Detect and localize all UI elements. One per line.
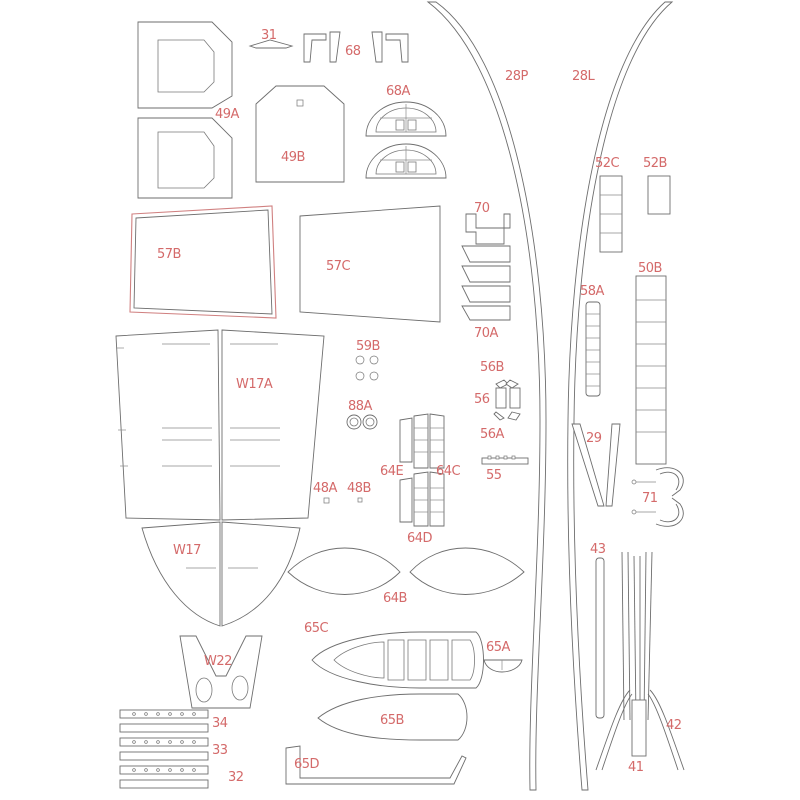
part-57b [129,205,277,319]
part-65d [285,745,467,785]
part-64e-64c [399,413,445,469]
part-w17a [115,329,325,521]
part-28l [567,1,674,791]
part-28p [426,1,547,791]
label-w22: W22 [204,654,232,669]
label-33: 33 [212,743,228,758]
label-w17: W17 [173,543,201,558]
part-65c [311,631,484,689]
part-w17 [141,521,301,627]
part-29 [571,423,621,507]
part-31 [248,39,294,49]
label-57b: 57B [157,247,181,262]
label-70: 70 [474,201,490,216]
label-50b: 50B [638,261,662,276]
part-57c [299,205,441,323]
part-w22 [179,635,263,709]
label-28l: 28L [572,69,596,84]
label-48a: 48A [313,481,338,496]
label-56a: 56A [480,427,505,442]
label-32: 32 [228,770,244,785]
part-65a [483,659,523,673]
part-50b [635,275,667,465]
label-43: 43 [590,542,606,557]
part-88a [346,414,378,430]
label-29: 29 [586,431,602,446]
part-48 [323,497,363,504]
label-57c: 57C [326,259,351,274]
label-65a: 65A [486,640,511,655]
part-52c [599,175,623,253]
label-64d: 64D [407,531,433,546]
label-42: 42 [666,718,682,733]
part-68 [303,31,409,63]
label-64b: 64B [383,591,407,606]
part-68a [365,101,447,179]
part-58a [585,301,601,397]
part-55 [481,455,529,465]
label-68a: 68A [386,84,411,99]
part-49 [137,117,233,199]
part-70 [461,213,511,321]
part-52b [647,175,671,215]
label-41: 41 [628,760,644,775]
label-58a: 58A [580,284,605,299]
part-56 [493,379,521,421]
label-56b: 56B [480,360,504,375]
label-28p: 28P [505,69,529,84]
label-52b: 52B [643,156,667,171]
part-64b [287,547,525,595]
label-31: 31 [261,28,277,43]
label-34: 34 [212,716,228,731]
label-88a: 88A [348,399,373,414]
label-49b: 49B [281,150,305,165]
label-64c: 64C [436,464,461,479]
part-labels: 31 68 28P 28L 49A 68A 49B 52C 52B 70 57B… [157,28,682,785]
part-71 [631,467,684,527]
part-43 [595,557,605,719]
label-65b: 65B [380,713,404,728]
label-49a: 49A [215,107,240,122]
part-65b [317,693,468,741]
part-41-42 [595,551,685,771]
label-w17a: W17A [236,377,273,392]
label-48b: 48B [347,481,371,496]
label-55: 55 [486,468,502,483]
part-49b [255,85,345,183]
label-65d: 65D [294,757,320,772]
label-71: 71 [642,491,658,506]
part-64d [399,471,445,527]
label-59b: 59B [356,339,380,354]
label-70a: 70A [474,326,499,341]
label-52c: 52C [595,156,620,171]
label-65c: 65C [304,621,329,636]
part-34-33-32 [119,709,209,789]
part-49a [137,21,233,109]
label-56: 56 [474,392,490,407]
part-59b [355,355,379,381]
label-64e: 64E [380,464,404,479]
label-68: 68 [345,44,361,59]
